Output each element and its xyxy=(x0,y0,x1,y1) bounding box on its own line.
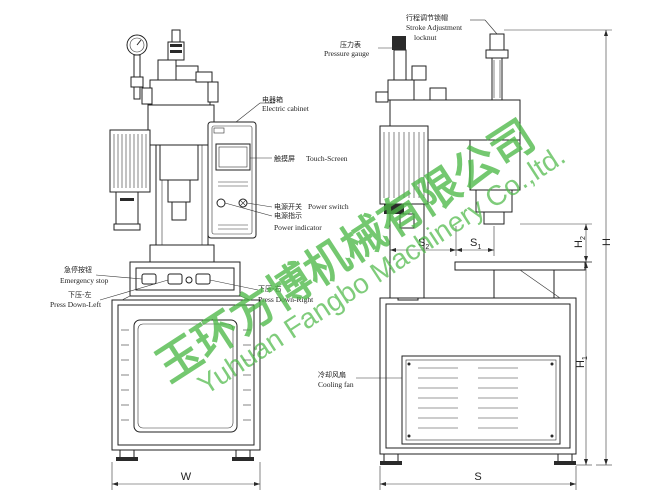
front-view: W 电器箱 Electric cabinet 触摸屏 Touch-Screen … xyxy=(50,29,349,490)
dim-s1-label: S1 xyxy=(470,237,481,251)
emergency-stop-label-cn: 急停按钮 xyxy=(64,265,92,274)
side-view: S S2 S1 H2 H1 H 行程调节锁 xyxy=(318,13,613,490)
press-down-left-label-en: Press Down-Left xyxy=(50,300,102,309)
width-dim-label: W xyxy=(181,471,192,483)
press-down-left-label-cn: 下压-左 xyxy=(68,290,92,299)
touch-screen-label-cn: 触摸屏 xyxy=(274,154,295,163)
dim-s-label: S xyxy=(474,471,481,483)
press-down-right-label-cn: 下压-右 xyxy=(258,284,282,293)
emergency-stop-label-en: Emergency stop xyxy=(60,276,109,285)
electric-cabinet-label-en: Electric cabinet xyxy=(262,104,310,113)
power-switch-label-en: Power switch xyxy=(308,202,349,211)
pressure-gauge-label-cn: 压力表 xyxy=(340,40,361,49)
dim-s2-label: S2 xyxy=(418,237,429,251)
stroke-adjust-label-en1: Stroke Adjustment xyxy=(406,23,463,32)
pressure-gauge-label-en: Pressure gauge xyxy=(324,49,370,58)
cooling-fan-label-cn: 冷却风扇 xyxy=(318,370,346,379)
power-switch-label-cn: 电源开关 xyxy=(274,202,302,211)
power-indicator-label-en: Power indicator xyxy=(274,223,322,232)
power-indicator-label-cn: 电源指示 xyxy=(274,211,302,220)
touch-screen-label-en: Touch-Screen xyxy=(306,154,348,163)
dim-h2-label: H2 xyxy=(573,236,587,248)
dim-h-label: H xyxy=(601,238,613,246)
stroke-adjust-label-en2: locknut xyxy=(414,33,437,42)
cooling-fan-label-en: Cooling fan xyxy=(318,380,354,389)
stroke-adjust-label-cn: 行程调节锁帽 xyxy=(406,13,448,22)
press-down-right-label-en: Press Down-Right xyxy=(258,295,314,304)
electric-cabinet-label-cn: 电器箱 xyxy=(262,95,283,104)
dim-h1-label: H1 xyxy=(575,356,589,368)
